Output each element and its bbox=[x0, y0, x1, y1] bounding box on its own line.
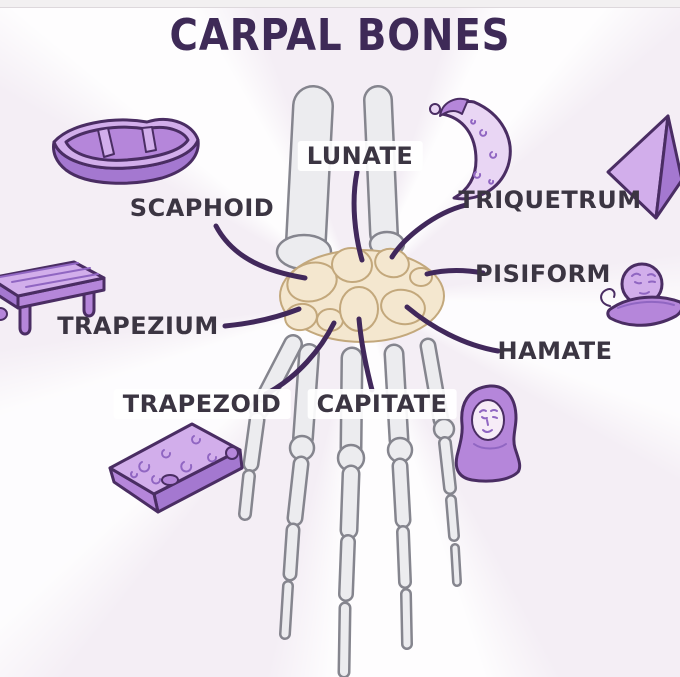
label-triquetrum: TRIQUETRUM bbox=[458, 186, 642, 214]
boat-icon bbox=[52, 117, 200, 185]
ring-finger-bones bbox=[391, 457, 413, 650]
pointer-line-pisiform bbox=[424, 268, 486, 277]
pea-pod-icon bbox=[600, 262, 680, 327]
pointer-line-lunate bbox=[351, 169, 365, 263]
top-border-strip bbox=[0, 0, 680, 8]
pinky-finger-bones bbox=[438, 436, 462, 587]
middle-finger-bones bbox=[337, 464, 361, 677]
thumb-bones bbox=[238, 411, 266, 521]
label-capitate: CAPITATE bbox=[307, 389, 457, 419]
pointer-line-hamate bbox=[404, 304, 501, 354]
table-icon bbox=[0, 260, 106, 336]
label-lunate: LUNATE bbox=[297, 141, 423, 171]
label-pisiform: PISIFORM bbox=[475, 260, 611, 288]
cheese-wedge-icon bbox=[108, 422, 244, 514]
label-trapezium: TRAPEZIUM bbox=[57, 312, 219, 340]
crescent-moon-icon bbox=[429, 97, 512, 201]
knuckle-joints bbox=[248, 399, 456, 473]
pyramid-icon bbox=[606, 114, 680, 220]
label-scaphoid: SCAPHOID bbox=[129, 194, 275, 222]
pointer-line-triquetrum bbox=[389, 202, 469, 260]
index-finger-bones bbox=[279, 455, 310, 640]
radius-bone bbox=[275, 85, 334, 271]
page-title: CARPAL BONES bbox=[169, 10, 511, 61]
headscarf-person-icon bbox=[454, 384, 522, 483]
label-trapezoid: TRAPEZOID bbox=[113, 389, 291, 419]
ulna-bone bbox=[363, 85, 406, 258]
pointer-lines bbox=[213, 169, 501, 397]
pointer-line-trapezium bbox=[222, 306, 302, 329]
label-hamate: HAMATE bbox=[497, 337, 613, 365]
pointer-line-capitate bbox=[356, 316, 375, 393]
pointer-line-trapezoid bbox=[263, 320, 337, 397]
pointer-line-scaphoid bbox=[213, 223, 308, 281]
